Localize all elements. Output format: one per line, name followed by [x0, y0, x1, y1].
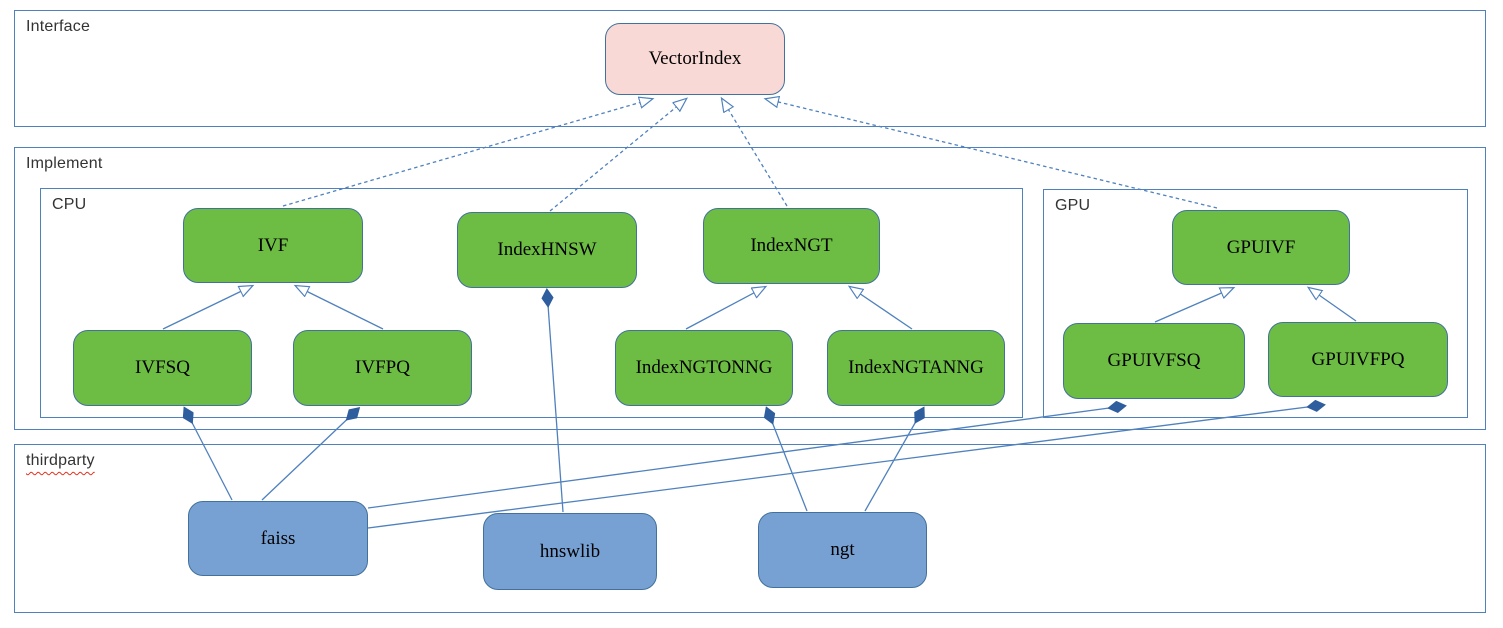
- edge-indexngtanng-indexngt[interactable]: [850, 287, 913, 330]
- edge-faiss-ivfsq[interactable]: [185, 409, 233, 501]
- container-interface-label: Interface: [26, 18, 91, 35]
- node-indexngtanng-label: IndexNGTANNG: [848, 357, 984, 378]
- node-gpuivf-label: GPUIVF: [1226, 236, 1296, 258]
- container-cpu[interactable]: CPU: [40, 188, 1023, 418]
- edge-indexngt-vectorindex[interactable]: [722, 99, 788, 207]
- edge-faiss-ivfpq[interactable]: [261, 409, 358, 501]
- node-vectorindex-label: VectorIndex: [648, 48, 742, 69]
- node-ivf[interactable]: IVF: [183, 208, 363, 283]
- node-hnswlib[interactable]: hnswlib: [483, 513, 657, 590]
- edge-gpuivfsq-gpuivf[interactable]: [1154, 288, 1233, 323]
- edge-gpuivfpq-gpuivf[interactable]: [1309, 288, 1357, 322]
- edge-gpuivf-vectorindex[interactable]: [766, 99, 1218, 209]
- edge-ngt-indexngtanng[interactable]: [864, 409, 923, 512]
- node-gpuivfpq[interactable]: GPUIVFPQ: [1268, 322, 1448, 397]
- node-ngt[interactable]: ngt: [758, 512, 927, 588]
- edge-ivfpq-ivf[interactable]: [296, 286, 384, 330]
- node-gpuivf[interactable]: GPUIVF: [1172, 210, 1350, 285]
- edge-hnswlib-indexhnsw[interactable]: [547, 291, 564, 513]
- node-vectorindex[interactable]: VectorIndex: [605, 23, 785, 95]
- node-indexhnsw-label: IndexHNSW: [497, 239, 597, 260]
- edge-faiss-gpuivfsq[interactable]: [367, 406, 1124, 509]
- edge-indexngtonng-indexngt[interactable]: [685, 287, 765, 330]
- node-ivfpq-label: IVFPQ: [355, 357, 410, 378]
- container-implement[interactable]: Implement: [14, 147, 1486, 430]
- node-indexngtonng-label: IndexNGTONNG: [635, 357, 773, 378]
- edge-ivfsq-ivf[interactable]: [162, 286, 252, 330]
- node-indexngtanng[interactable]: IndexNGTANNG: [827, 330, 1005, 406]
- node-faiss-label: faiss: [260, 527, 296, 549]
- node-gpuivfpq-label: GPUIVFPQ: [1311, 348, 1405, 370]
- node-indexngt[interactable]: IndexNGT: [703, 208, 880, 284]
- container-gpu-label: GPU: [1055, 197, 1091, 214]
- container-gpu[interactable]: GPU: [1043, 189, 1468, 418]
- edge-indexhnsw-vectorindex[interactable]: [549, 99, 686, 212]
- container-thirdparty-label: thirdparty: [26, 452, 95, 470]
- node-indexngtonng[interactable]: IndexNGTONNG: [615, 330, 793, 406]
- node-indexngt-label: IndexNGT: [750, 235, 833, 256]
- node-gpuivfsq-label: GPUIVFSQ: [1107, 350, 1201, 371]
- node-indexhnsw[interactable]: IndexHNSW: [457, 212, 637, 288]
- container-interface[interactable]: Interface: [14, 10, 1486, 127]
- edge-ngt-indexngtonng[interactable]: [767, 409, 808, 512]
- node-faiss[interactable]: faiss: [188, 501, 368, 576]
- container-cpu-label: CPU: [52, 196, 87, 213]
- node-ivf-label: IVF: [257, 234, 289, 256]
- node-hnswlib-label: hnswlib: [539, 540, 601, 562]
- edge-faiss-gpuivfpq[interactable]: [367, 405, 1323, 529]
- container-thirdparty[interactable]: thirdparty: [14, 444, 1486, 613]
- node-ngt-label: ngt: [830, 539, 855, 560]
- node-ivfsq-label: IVFSQ: [135, 357, 190, 378]
- container-implement-label: Implement: [26, 155, 103, 172]
- node-gpuivfsq[interactable]: GPUIVFSQ: [1063, 323, 1245, 399]
- edge-ivf-vectorindex[interactable]: [282, 99, 652, 207]
- node-ivfpq[interactable]: IVFPQ: [293, 330, 472, 406]
- node-ivfsq[interactable]: IVFSQ: [73, 330, 252, 406]
- spellcheck-underline: thirdparty: [26, 452, 95, 469]
